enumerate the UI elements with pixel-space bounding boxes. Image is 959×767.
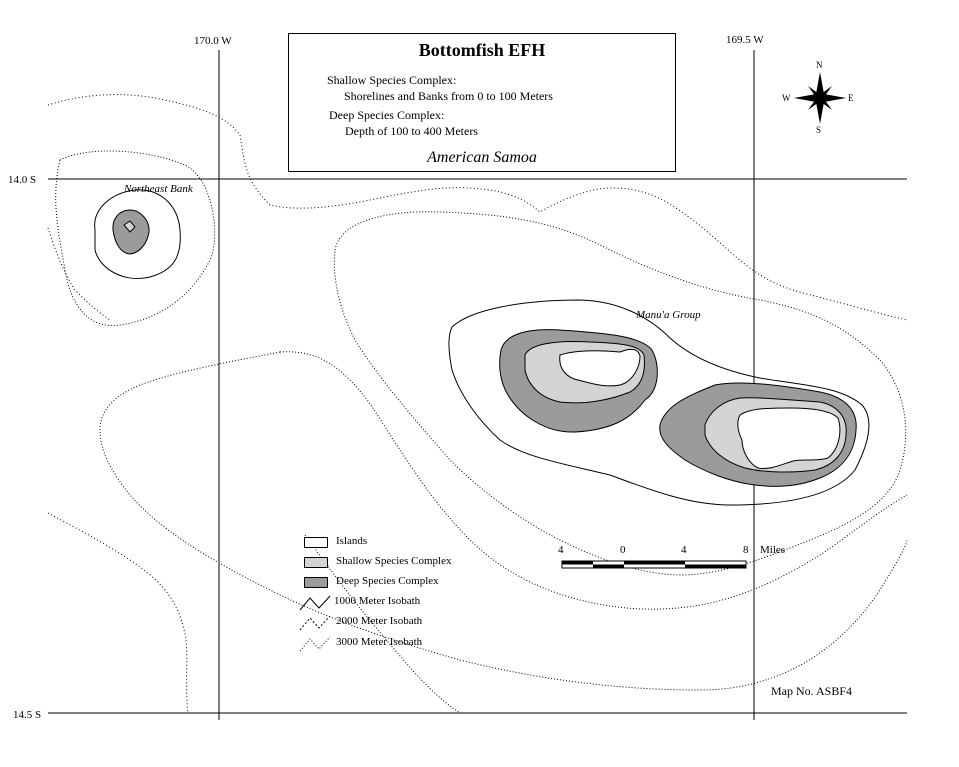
isobath-1000	[94, 189, 870, 506]
map-title: Bottomfish EFH	[418, 40, 546, 60]
tau-island	[737, 407, 841, 469]
legend-swatch-islands	[304, 537, 328, 548]
lat-label-14-0: 14.0 S	[8, 174, 36, 186]
northeast-bank-shallow	[123, 220, 136, 233]
region-name: American Samoa	[427, 149, 537, 166]
compass-w-label: W	[782, 93, 791, 103]
isobath-3000-north	[47, 94, 908, 321]
northeast-bank-deep	[112, 209, 150, 255]
isobath-2000-southwest	[99, 351, 908, 691]
isobath-2000-northeast-bank	[55, 150, 216, 326]
compass-rose-icon	[794, 72, 846, 124]
northeast-bank-label: Northeast Bank	[123, 183, 194, 195]
graticule	[48, 50, 907, 720]
isobath-1000-northeast-bank	[94, 189, 181, 279]
legend-label: Islands	[336, 535, 368, 547]
title-box: Bottomfish EFH Shallow Species Complex: …	[288, 33, 676, 172]
legend-2000-line-icon	[299, 615, 331, 631]
legend-swatch-deep	[304, 577, 328, 588]
deep-heading: Deep Species Complex:	[329, 108, 445, 122]
lon-label-170-0: 170.0 W	[194, 35, 232, 47]
scale-tick-label: 8	[743, 544, 749, 556]
map-number: Map No. ASBF4	[771, 684, 852, 698]
compass-n-label: N	[816, 60, 823, 70]
shallow-heading: Shallow Species Complex:	[327, 73, 457, 87]
legend-3000-line-icon	[299, 636, 331, 652]
legend-label: Shallow Species Complex	[336, 555, 452, 567]
deep-description: Depth of 100 to 400 Meters	[345, 124, 478, 138]
manua-group-label: Manu'a Group	[635, 309, 701, 321]
isobath-3000-west	[47, 227, 111, 321]
isobath-3000	[47, 94, 908, 714]
legend-label: 3000 Meter Isobath	[336, 636, 423, 648]
legend-1000-line-icon	[299, 595, 331, 611]
legend-swatch-shallow	[304, 557, 328, 568]
scale-tick-label: 4	[558, 544, 564, 556]
legend-line-symbols	[299, 595, 331, 652]
legend-label: 1000 Meter Isobath	[334, 595, 421, 607]
legend-label: 2000 Meter Isobath	[336, 615, 423, 627]
isobath-3000-south	[47, 512, 189, 714]
lat-label-14-5: 14.5 S	[13, 709, 41, 721]
scale-tick-label: 4	[681, 544, 687, 556]
ofu-olosega-island	[559, 348, 641, 387]
legend-label: Deep Species Complex	[336, 575, 439, 587]
isobath-1000-manua	[448, 299, 870, 506]
compass-s-label: S	[816, 125, 821, 135]
shallow-description: Shorelines and Banks from 0 to 100 Meter…	[344, 89, 553, 103]
scale-bar	[561, 560, 747, 569]
compass-e-label: E	[848, 93, 854, 103]
scale-unit-label: Miles	[760, 544, 785, 556]
lon-label-169-5: 169.5 W	[726, 34, 764, 46]
scale-tick-label: 0	[620, 544, 626, 556]
